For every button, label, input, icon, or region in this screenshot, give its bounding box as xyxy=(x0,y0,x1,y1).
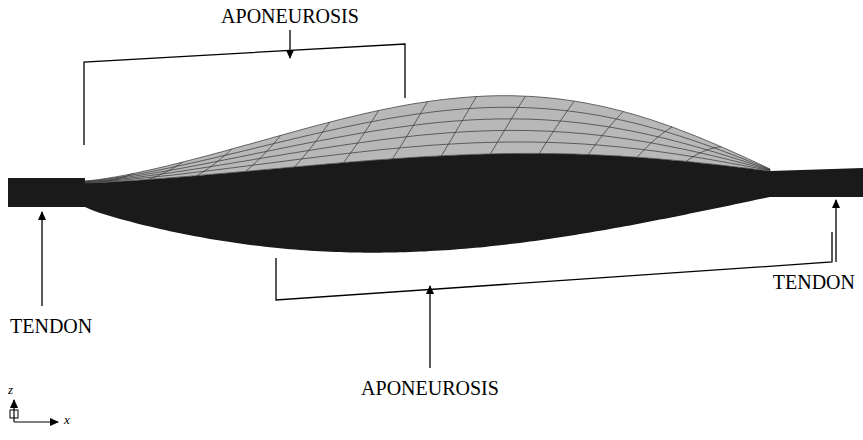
mesh-line xyxy=(85,142,770,183)
mesh-line xyxy=(490,96,525,154)
mesh-line xyxy=(85,130,770,182)
pointer-arrow xyxy=(429,286,430,368)
axis-origin xyxy=(10,410,18,418)
mesh-line xyxy=(441,97,476,156)
mesh-line xyxy=(588,112,623,155)
axis-arrow xyxy=(14,421,58,422)
aponeurosis-bracket xyxy=(84,44,405,145)
mesh-line xyxy=(393,102,428,159)
aponeurosis-label: APONEUROSIS xyxy=(361,378,499,398)
mesh-line xyxy=(344,111,379,163)
axis-label: x xyxy=(64,413,70,426)
pointer-arrow xyxy=(289,30,290,58)
axis-arrow xyxy=(13,400,14,422)
mesh-line xyxy=(85,119,770,182)
muscle-body xyxy=(8,153,863,252)
mesh-line xyxy=(246,135,281,171)
pointer-arrow xyxy=(41,212,42,306)
muscle-mesh xyxy=(8,96,863,253)
tendon-label: TENDON xyxy=(773,272,855,292)
tendon-label: TENDON xyxy=(10,316,92,336)
aponeurosis-surface xyxy=(85,96,770,183)
axis-label: z xyxy=(8,383,13,396)
aponeurosis-bracket xyxy=(276,232,832,300)
pointer-arrow xyxy=(835,200,836,262)
mesh-line xyxy=(85,107,770,181)
aponeurosis-label: APONEUROSIS xyxy=(221,6,359,26)
